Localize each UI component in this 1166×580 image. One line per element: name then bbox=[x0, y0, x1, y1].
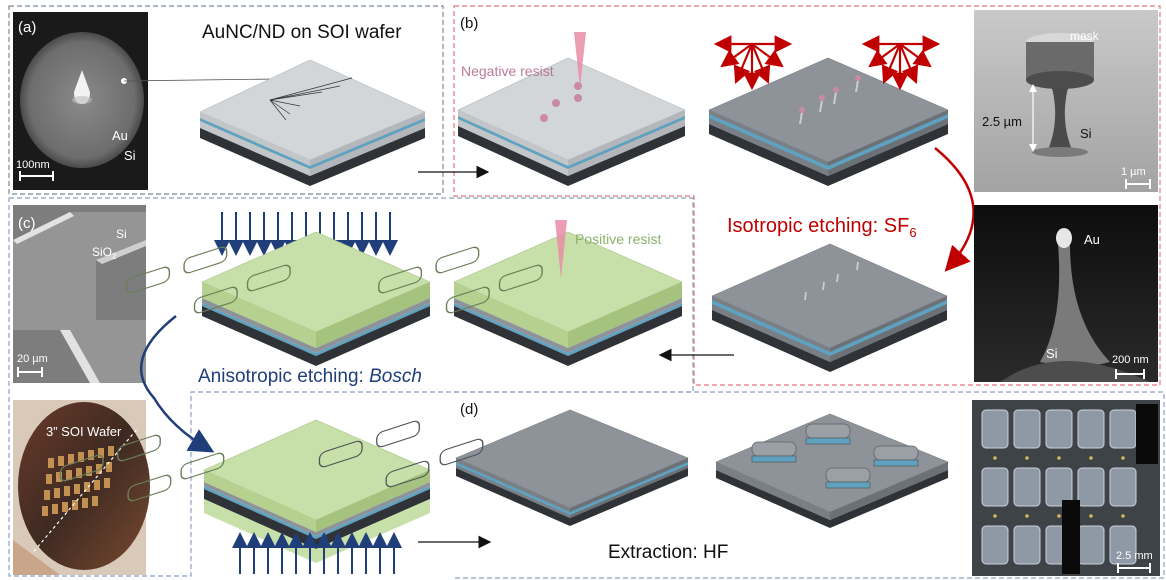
sem-a-scale-label: 100nm bbox=[16, 159, 50, 171]
sem-c-scale-label: 20 µm bbox=[17, 353, 48, 365]
frame-panel-c bbox=[8, 197, 694, 577]
sem-tip-au-label: Au bbox=[1084, 232, 1100, 247]
panel-letter-d: (d) bbox=[460, 401, 478, 418]
sem-c-si-label: Si bbox=[116, 227, 127, 241]
wafer-released-devices bbox=[715, 413, 949, 528]
bosch-arrows-up bbox=[232, 532, 402, 574]
sem-a-si-label: Si bbox=[124, 148, 136, 163]
positive-resist-label: Positive resist bbox=[575, 231, 661, 247]
wafer-pillars bbox=[708, 57, 949, 186]
sem-top-si-label: Si bbox=[1080, 126, 1092, 141]
isotropic-arrows-left bbox=[713, 35, 793, 91]
frame-panel-d bbox=[454, 391, 1165, 579]
frame-panel-b bbox=[453, 5, 1161, 386]
blue-curved-arrow bbox=[139, 315, 215, 453]
negative-resist-label: Negative resist bbox=[461, 63, 554, 79]
panel-letter-a: (a) bbox=[18, 19, 36, 36]
panel-a-title: AuNC/ND on SOI wafer bbox=[202, 22, 402, 43]
wafer-released-outlines bbox=[318, 409, 689, 526]
panel-letter-b: (b) bbox=[460, 15, 478, 32]
anisotropic-etching-label: Anisotropic etching: Bosch bbox=[198, 366, 422, 387]
micrograph-d bbox=[972, 400, 1160, 576]
sem-image-tip bbox=[974, 205, 1158, 382]
sem-height-label: 2.5 µm bbox=[982, 114, 1022, 129]
particle-spray bbox=[269, 77, 353, 121]
extraction-label: Extraction: HF bbox=[608, 542, 728, 563]
sem-image-c bbox=[13, 205, 146, 383]
micrograph-scale-label: 2.5 mm bbox=[1116, 550, 1153, 562]
sem-top-scale-label: 1 µm bbox=[1121, 166, 1146, 178]
wafer-green-bosch bbox=[126, 231, 431, 366]
wafer-soi-initial bbox=[199, 59, 426, 186]
sem-image-a bbox=[13, 12, 148, 190]
wafer-green-bottom bbox=[59, 419, 431, 563]
sem-c-sio2-label: SiO2 bbox=[92, 245, 117, 261]
ebeam-cone-negative bbox=[574, 32, 586, 88]
frame-panel-a bbox=[8, 5, 444, 195]
wafer-etched-tips bbox=[711, 243, 948, 372]
sem-image-pillar-mask bbox=[974, 10, 1158, 192]
sem-a-au-label: Au bbox=[112, 128, 128, 143]
soi-wafer-photo bbox=[13, 400, 150, 575]
sem-tip-si-label: Si bbox=[1046, 346, 1058, 361]
wafer-green-positive-resist bbox=[378, 231, 683, 366]
isotropic-arrows-right bbox=[861, 35, 941, 91]
wafer-photo-label: 3” SOI Wafer bbox=[46, 424, 122, 439]
red-curved-arrow bbox=[934, 147, 975, 272]
ebeam-cone-positive bbox=[555, 220, 567, 278]
sem-tip-scale-label: 200 nm bbox=[1112, 354, 1149, 366]
panel-letter-c: (c) bbox=[18, 215, 36, 232]
isotropic-etching-label: Isotropic etching: SF6 bbox=[727, 215, 917, 240]
wafer-negative-resist bbox=[457, 57, 686, 186]
sem-mask-label: mask bbox=[1070, 29, 1100, 43]
